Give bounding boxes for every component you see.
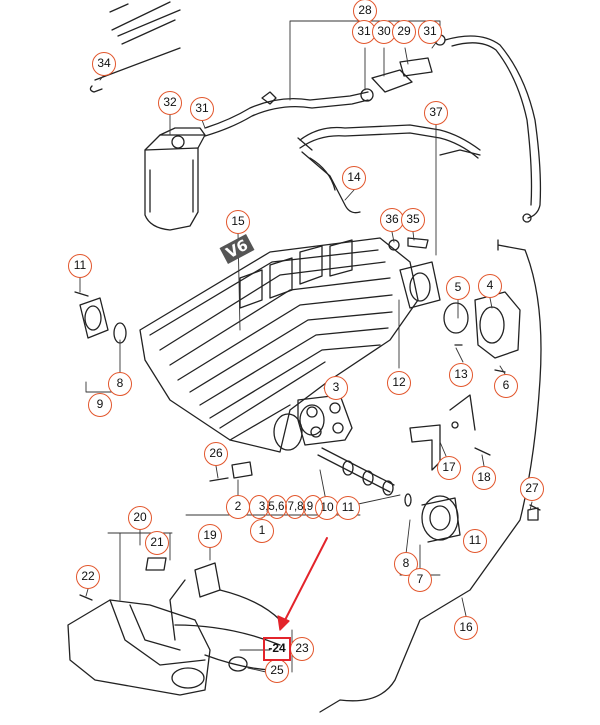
- callout-14[interactable]: 14: [342, 166, 366, 190]
- callout-26[interactable]: 26: [204, 442, 228, 466]
- callout-11-right[interactable]: 11: [463, 529, 487, 553]
- callout-19[interactable]: 19: [198, 524, 222, 548]
- bracket-drawing: [409, 394, 476, 471]
- callout-37[interactable]: 37: [424, 101, 448, 125]
- group-ring: [249, 495, 269, 519]
- callout-18[interactable]: 18: [472, 466, 496, 490]
- callout-5[interactable]: 5: [446, 276, 470, 300]
- group-ring: [303, 495, 323, 519]
- vacuum-line-drawing: [319, 239, 542, 713]
- callout-6[interactable]: 6: [494, 374, 518, 398]
- callout-20[interactable]: 20: [128, 506, 152, 530]
- callout-1[interactable]: 1: [250, 519, 274, 543]
- callout-9[interactable]: 9: [88, 393, 112, 417]
- group-ring: [285, 495, 305, 519]
- gasket-drawing: [297, 394, 353, 446]
- callout-35[interactable]: 35: [401, 208, 425, 232]
- callout-29[interactable]: 29: [392, 20, 416, 44]
- vacuum-hoses-drawing: [204, 35, 542, 223]
- callout-11-left[interactable]: 11: [68, 254, 92, 278]
- callout-2[interactable]: 2: [226, 495, 250, 519]
- red-annotation-arrow: [277, 537, 328, 631]
- callout-17[interactable]: 17: [437, 456, 461, 480]
- callout-31-reservoir[interactable]: 31: [190, 97, 214, 121]
- lower-housing-drawing: [67, 557, 281, 696]
- callout-31-top-right[interactable]: 31: [418, 20, 442, 44]
- callout-27[interactable]: 27: [520, 477, 544, 501]
- callout-11-center[interactable]: 11: [336, 496, 360, 520]
- callout-7[interactable]: 7: [408, 568, 432, 592]
- hose-clamps-drawing: [89, 1, 181, 93]
- callout-13[interactable]: 13: [449, 363, 473, 387]
- highlighted-callout-24[interactable]: -24: [263, 637, 291, 661]
- callout-8-left[interactable]: 8: [108, 372, 132, 396]
- callout-group-3-5-6-7-8-9[interactable]: 3,5,6,7,8,9: [233, 495, 339, 519]
- callout-34[interactable]: 34: [92, 52, 116, 76]
- reservoir-drawing: [144, 127, 206, 231]
- throttle-body-drawing: [399, 261, 521, 359]
- callout-4[interactable]: 4: [478, 274, 502, 298]
- callout-16[interactable]: 16: [454, 616, 478, 640]
- shaft-drawing: [317, 447, 412, 507]
- leader-lines: [79, 20, 533, 673]
- callout-30[interactable]: 30: [372, 20, 396, 44]
- actuator-drawing: [421, 495, 461, 543]
- callout-23[interactable]: 23: [290, 637, 314, 661]
- left-flange-drawing: [74, 291, 127, 344]
- callout-21[interactable]: 21: [145, 531, 169, 555]
- callout-22[interactable]: 22: [76, 565, 100, 589]
- callout-3[interactable]: 3: [324, 376, 348, 400]
- callout-12[interactable]: 12: [387, 371, 411, 395]
- callout-25[interactable]: 25: [265, 659, 289, 683]
- intake-manifold-drawing: [139, 237, 419, 453]
- valve-assembly-drawing: [360, 34, 446, 102]
- group-ring: [267, 495, 287, 519]
- callout-15[interactable]: 15: [226, 210, 250, 234]
- callout-32[interactable]: 32: [158, 91, 182, 115]
